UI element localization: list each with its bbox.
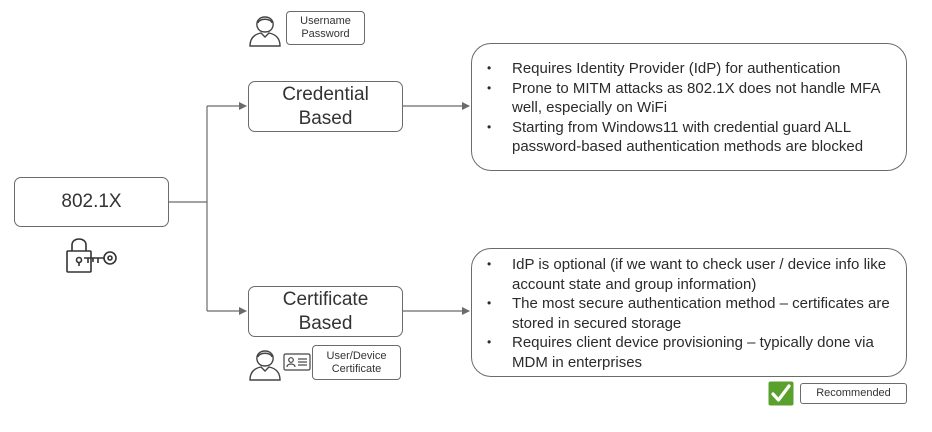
certificate-label-line2: Based [298,312,353,334]
cert-tag-line2: Certificate [331,362,382,375]
root-node-label: 802.1X [61,191,122,212]
certificate-info-box: IdP is optional (if we want to check use… [471,248,907,377]
username-password-tag: Username Password [286,11,365,45]
credential-label-line1: Credential [282,83,369,105]
root-node-8021x: 802.1X [14,177,169,227]
checkmark-icon [768,381,794,406]
id-card-icon [283,353,311,371]
user-icon [249,16,281,47]
certificate-label-line1: Certificate [282,288,369,310]
credential-bullet: Requires Identity Provider (IdP) for aut… [484,59,894,79]
credential-info-box: Requires Identity Provider (IdP) for aut… [471,43,907,171]
lock-key-icon [66,238,117,273]
cert-tag-line1: User/Device [326,349,387,362]
credential-bullet: Prone to MITM attacks as 802.1X does not… [484,79,894,118]
certificate-bullet: The most secure authentication method – … [484,294,894,333]
credential-bullet: Starting from Windows11 with credential … [484,118,894,157]
credential-based-node: Credential Based [248,81,403,132]
recommended-badge: Recommended [800,383,907,404]
user-device-certificate-tag: User/Device Certificate [312,345,401,380]
certificate-bullet: Requires client device provisioning – ty… [484,333,894,372]
credential-label-line2: Based [298,107,353,129]
user-icon [249,350,281,381]
certificate-bullet: IdP is optional (if we want to check use… [484,255,894,294]
username-tag-line2: Password [301,28,350,40]
certificate-based-node: Certificate Based [248,286,403,337]
username-tag-line1: Username [300,15,351,27]
recommended-label: Recommended [816,387,891,399]
